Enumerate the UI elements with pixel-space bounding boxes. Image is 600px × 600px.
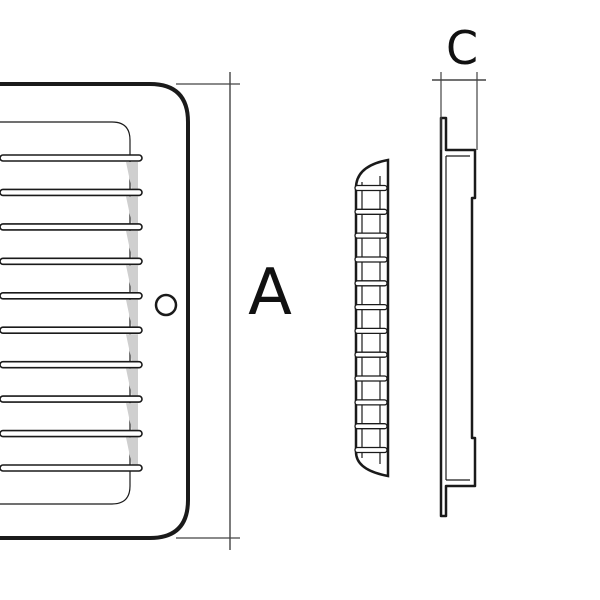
- front-louvre-blade: [0, 395, 143, 403]
- side-slat: [354, 423, 388, 430]
- front-louvre-shadow: [126, 368, 138, 398]
- front-louvre: [0, 257, 143, 294]
- dimension-a: A: [176, 72, 292, 550]
- front-louvre: [0, 395, 143, 432]
- front-louvre-shadow: [126, 265, 138, 294]
- side-slat: [354, 351, 388, 358]
- front-louvre-blade: [0, 429, 143, 438]
- side-slat: [354, 208, 388, 215]
- front-louvre-blade: [0, 464, 143, 472]
- front-louvre: [0, 154, 143, 191]
- louvre-side-slats: [354, 184, 388, 454]
- front-inner-opening: [0, 121, 131, 505]
- front-louvre-shadow: [126, 334, 138, 363]
- front-louvre: [0, 360, 143, 398]
- frame-profile: [439, 116, 477, 518]
- side-slat: [354, 446, 388, 454]
- front-louvre: [0, 464, 143, 472]
- front-louvre-blade: [0, 223, 143, 231]
- frame-profile-outline: [439, 116, 477, 518]
- dimension-c: C: [432, 21, 486, 150]
- front-louvre: [0, 292, 143, 329]
- side-slat: [354, 303, 388, 311]
- front-louvre-blade: [0, 154, 143, 162]
- front-louvre-shadow: [126, 230, 138, 260]
- front-louvre-blade: [0, 326, 143, 334]
- dimension-c-label: C: [446, 21, 478, 75]
- front-view: [0, 82, 190, 540]
- side-slat: [354, 184, 388, 192]
- front-louvre: [0, 188, 143, 225]
- front-louvre: [0, 429, 143, 466]
- side-slat: [354, 375, 388, 382]
- mounting-hole: [154, 293, 178, 317]
- front-louvre-shadow: [126, 196, 138, 225]
- louvre-side-view: [354, 158, 390, 478]
- front-louvre-blade: [0, 292, 143, 300]
- front-louvre: [0, 326, 143, 363]
- side-slat: [354, 280, 388, 287]
- front-louvre-blade: [0, 360, 143, 369]
- dimension-a-label: A: [248, 256, 292, 330]
- front-louvre-shadow: [126, 299, 138, 329]
- front-louvre-blade: [0, 188, 143, 197]
- front-frame-outline: [0, 82, 190, 540]
- front-louvre: [0, 223, 143, 260]
- front-louvre-shadow: [126, 437, 138, 466]
- side-slat: [354, 256, 388, 263]
- front-louvre-blade: [0, 257, 143, 266]
- side-slat: [354, 327, 388, 335]
- front-louvres: [0, 154, 143, 472]
- front-louvre-shadow: [126, 162, 138, 191]
- side-slat: [354, 232, 388, 239]
- side-slat: [354, 399, 388, 406]
- front-louvre-shadow: [126, 403, 138, 432]
